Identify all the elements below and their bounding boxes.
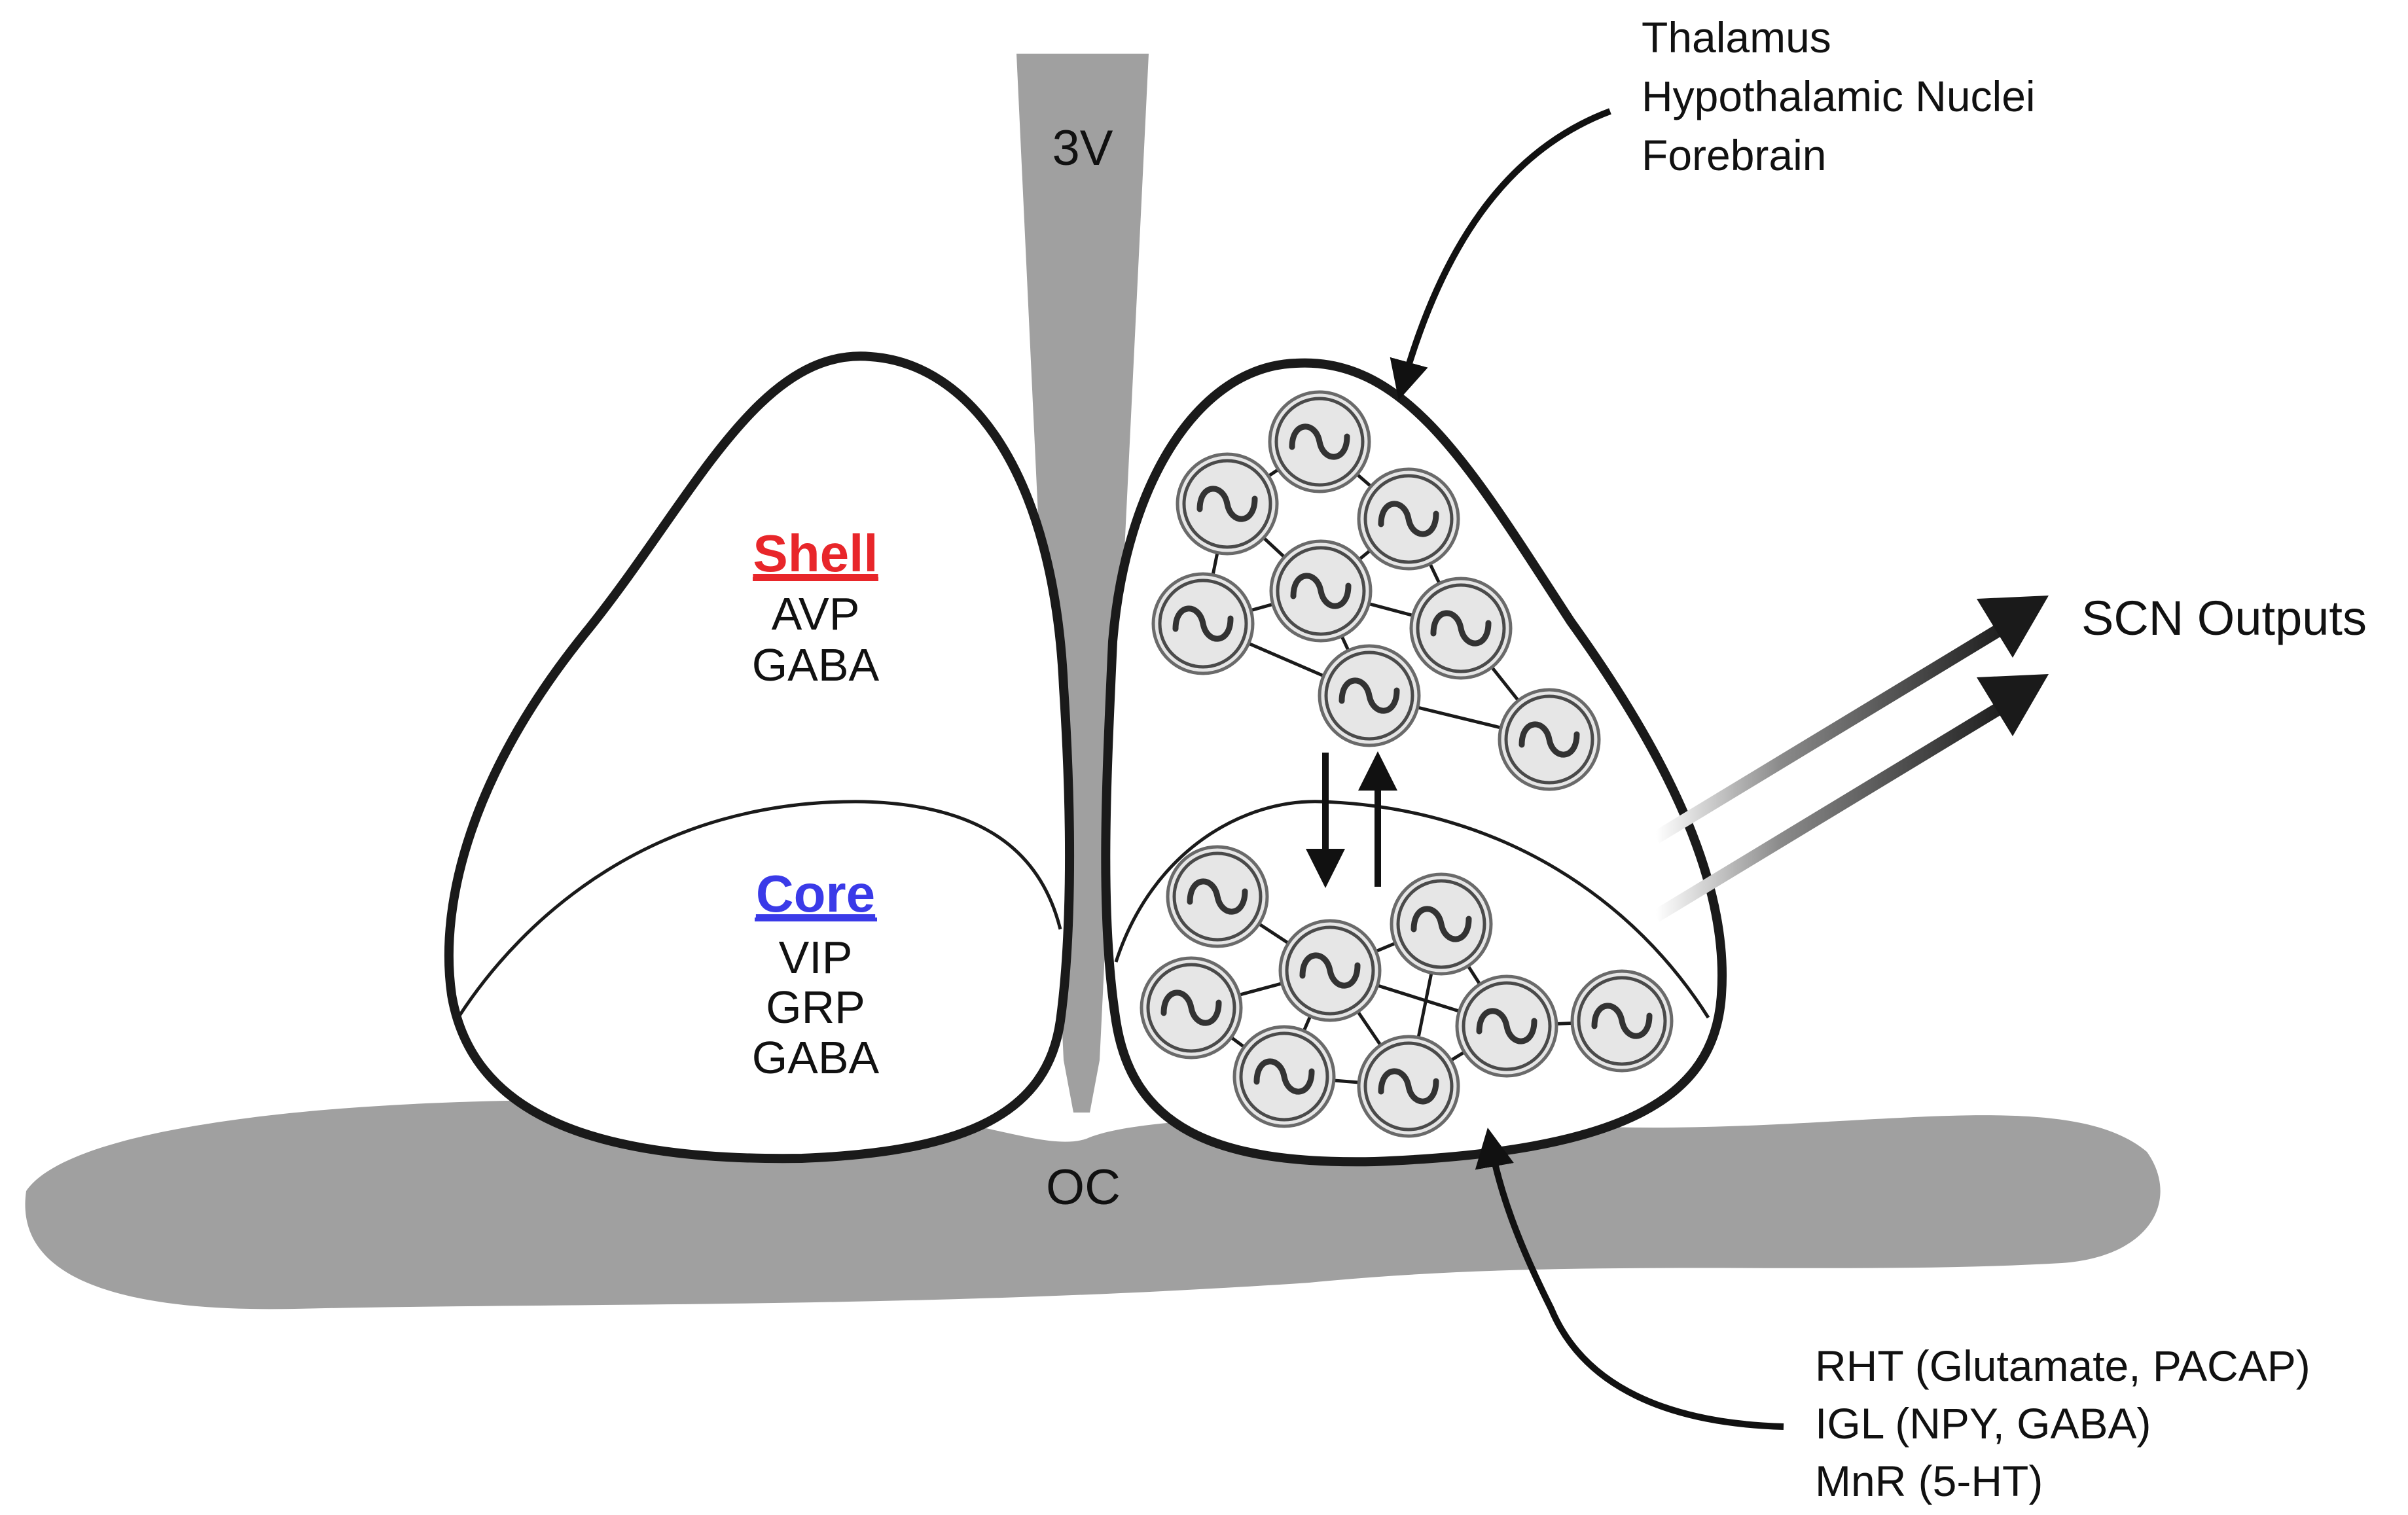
sine-wave-icon xyxy=(1160,989,1222,1026)
sine-wave-icon xyxy=(1299,952,1361,989)
scn-outputs-label: SCN Outputs xyxy=(2081,591,2367,645)
oscillator-cell xyxy=(1357,467,1460,571)
optic-chiasm xyxy=(25,1099,2161,1310)
oscillator-cell xyxy=(1176,452,1279,556)
output-arrow-lower xyxy=(1652,694,2017,922)
sine-wave-icon xyxy=(1290,573,1352,609)
oscillator-cell xyxy=(1278,919,1382,1022)
shell-item-avp: AVP xyxy=(772,588,860,639)
bottom-input-1: RHT (Glutamate, PACAP) xyxy=(1815,1342,2310,1390)
sine-wave-icon xyxy=(1378,501,1439,537)
oscillator-cell xyxy=(1232,1025,1336,1128)
top-input-2: Hypothalamic Nuclei xyxy=(1642,72,2036,120)
sine-wave-icon xyxy=(1289,423,1350,460)
bottom-input-arrow xyxy=(1475,1128,1784,1430)
sine-wave-icon xyxy=(1196,486,1258,522)
third-ventricle-label: 3V xyxy=(1052,120,1113,176)
oscillator-cell xyxy=(1455,974,1558,1078)
output-arrowhead-lower xyxy=(1977,674,2049,736)
sine-wave-icon xyxy=(1411,906,1472,942)
sine-wave-icon xyxy=(1339,677,1400,714)
oscillator-cell xyxy=(1269,539,1373,643)
optic-chiasm-label: OC xyxy=(1046,1160,1121,1215)
sine-wave-icon xyxy=(1253,1058,1315,1095)
sine-wave-icon xyxy=(1591,1003,1653,1039)
oscillator-cell xyxy=(1140,956,1243,1060)
oscillator-cell xyxy=(1390,872,1493,976)
top-input-arrow xyxy=(1390,108,1611,401)
shell-title: Shell xyxy=(753,524,878,582)
left-scn xyxy=(444,351,1075,1164)
oscillator-cell xyxy=(1268,390,1371,493)
left-scn-outline xyxy=(444,351,1075,1164)
sine-wave-icon xyxy=(1518,721,1580,758)
oscillator-cell xyxy=(1570,969,1674,1073)
sine-wave-icon xyxy=(1378,1068,1439,1105)
right-scn xyxy=(1101,358,1727,1167)
core-title: Core xyxy=(756,864,875,923)
sine-wave-icon xyxy=(1430,610,1492,647)
bottom-input-3: MnR (5-HT) xyxy=(1815,1457,2043,1505)
top-input-1: Thalamus xyxy=(1642,13,1831,62)
core-item-gaba: GABA xyxy=(752,1032,880,1083)
sine-wave-icon xyxy=(1476,1008,1537,1044)
oscillator-cell xyxy=(1166,845,1269,948)
shell-item-gaba: GABA xyxy=(752,639,880,690)
oscillator-cell xyxy=(1357,1035,1460,1138)
right-core-boundary xyxy=(1114,800,1710,1019)
left-core-boundary xyxy=(456,800,1062,1019)
oscillator-cell xyxy=(1409,577,1513,680)
output-arrowhead-upper xyxy=(1977,596,2049,658)
third-ventricle xyxy=(1016,54,1149,1113)
sine-wave-icon xyxy=(1187,878,1248,915)
oscillator-cell xyxy=(1318,644,1421,747)
bottom-input-2: IGL (NPY, GABA) xyxy=(1815,1399,2151,1448)
sine-wave-icon xyxy=(1172,605,1234,642)
right-scn-outline xyxy=(1101,358,1727,1167)
core-item-vip: VIP xyxy=(779,932,853,983)
output-arrow-upper xyxy=(1652,616,2017,844)
oscillator-cells xyxy=(1140,390,1674,1138)
core-item-grp: GRP xyxy=(766,982,865,1033)
oscillator-cell xyxy=(1151,572,1255,675)
top-input-3: Forebrain xyxy=(1642,131,1826,179)
oscillator-cell xyxy=(1498,688,1601,791)
